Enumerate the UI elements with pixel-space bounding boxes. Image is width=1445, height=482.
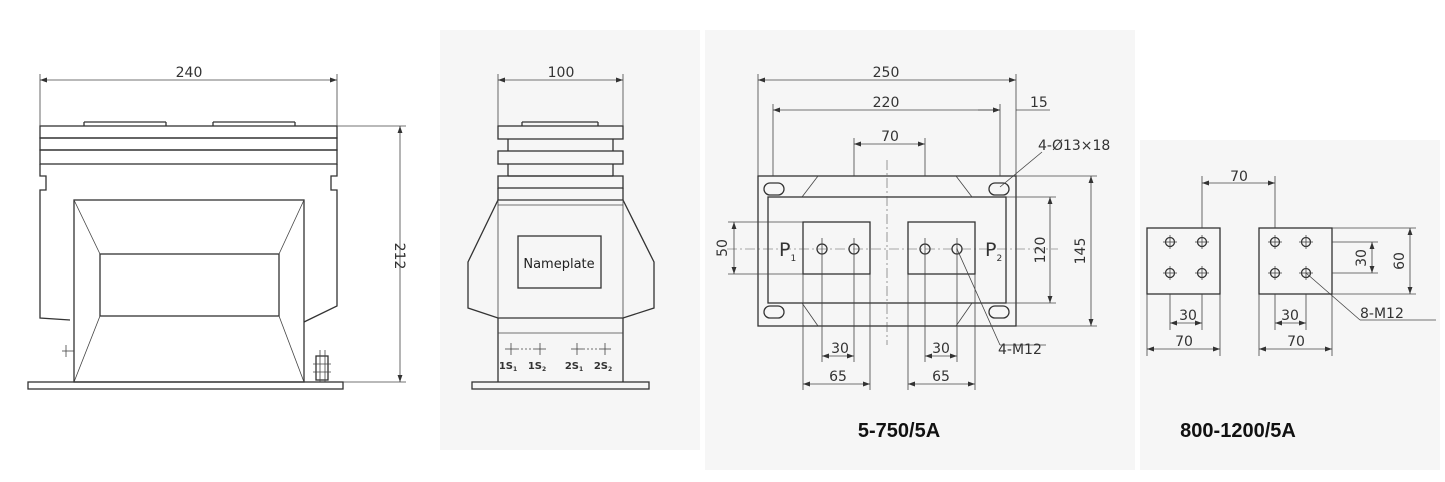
terminal-bolts-label: 8-M12 xyxy=(1360,306,1404,322)
left-terminal-pad xyxy=(1146,227,1221,295)
left-bolt-spacing-dim: 30 xyxy=(831,341,849,357)
mount-holes-label: 4-Ø13×18 xyxy=(1038,138,1110,154)
terminal-view: 70 30 60 8-M12 30 70 30 70 800-1200/5A xyxy=(1146,169,1436,442)
top-overall-height-dim: 145 xyxy=(1073,238,1089,265)
p1-pad xyxy=(802,221,871,275)
right-bolt-spacing-dim: 30 xyxy=(932,341,950,357)
terminal-left-bolt-dim: 30 xyxy=(1179,308,1197,324)
nameplate-box xyxy=(517,235,602,289)
terminal-left-pad-dim: 70 xyxy=(1175,334,1193,350)
top-center-dim: 70 xyxy=(881,129,899,145)
terminal-view-caption: 800-1200/5A xyxy=(1180,420,1296,442)
p2-label: P2 xyxy=(985,239,1002,264)
terminal-1s1: 1S1 xyxy=(499,361,517,373)
terminal-center-dim: 70 xyxy=(1230,169,1248,185)
top-view-caption: 5-750/5A xyxy=(858,420,940,442)
right-pad-width-dim: 65 xyxy=(932,369,950,385)
top-view: P1 P2 250 220 15 70 4-Ø13×18 50 120 xyxy=(715,65,1110,442)
pad-bolts-label: 4-M12 xyxy=(998,342,1042,358)
top-overall-width-dim: 250 xyxy=(873,65,900,81)
side-width-dim: 100 xyxy=(548,65,575,81)
front-outline xyxy=(27,121,344,390)
p2-pad xyxy=(907,221,976,275)
side-view-panel xyxy=(440,30,700,450)
front-view: 240 212 xyxy=(27,65,407,390)
top-offset-dim: 15 xyxy=(1030,95,1048,111)
front-height-dim: 212 xyxy=(391,243,407,270)
secondary-terminals: 1S1 1S2 2S1 2S2 xyxy=(499,343,612,373)
terminal-2s1: 2S1 xyxy=(565,361,583,373)
right-terminal-pad xyxy=(1258,227,1333,295)
terminal-1s2: 1S2 xyxy=(528,361,546,373)
p1-label: P1 xyxy=(779,239,796,264)
top-inner-width-dim: 220 xyxy=(873,95,900,111)
nameplate-label: Nameplate xyxy=(523,257,594,272)
terminal-right-bolt-dim: 30 xyxy=(1281,308,1299,324)
top-pad-height-dim: 50 xyxy=(715,239,731,257)
terminal-right-pad-dim: 70 xyxy=(1287,334,1305,350)
side-view: Nameplate 1S1 1S2 2S1 2S2 100 xyxy=(467,65,655,390)
terminal-bolt-v-dim: 30 xyxy=(1354,249,1370,267)
side-outline xyxy=(467,121,655,390)
terminal-2s2: 2S2 xyxy=(594,361,612,373)
left-pad-bolts xyxy=(1163,235,1209,280)
top-inner-height-dim: 120 xyxy=(1033,237,1049,264)
right-pad-bolts xyxy=(1268,235,1313,280)
terminal-pad-v-dim: 60 xyxy=(1392,252,1408,270)
mounting-slots xyxy=(763,182,1010,319)
left-pad-width-dim: 65 xyxy=(829,369,847,385)
terminal-view-panel xyxy=(1140,140,1440,470)
front-width-dim: 240 xyxy=(176,65,203,81)
